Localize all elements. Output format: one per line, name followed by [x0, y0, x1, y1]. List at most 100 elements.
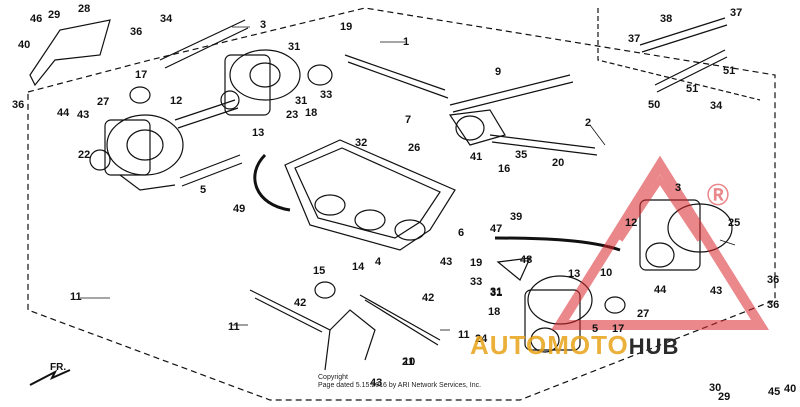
part-callout: 31	[490, 286, 503, 298]
part-callout: 29	[48, 9, 61, 21]
hose-49	[253, 153, 291, 212]
part-callout: 35	[515, 149, 528, 161]
part-callout: 10	[403, 356, 416, 368]
watermark-auto: AUTO	[470, 330, 548, 360]
part-callout: 31	[295, 95, 308, 107]
part-callout: 36	[767, 299, 780, 311]
part-callout: 28	[78, 3, 91, 15]
part-callout: 9	[495, 66, 502, 78]
linkages	[249, 289, 441, 371]
watermark-triangle	[550, 155, 770, 330]
part-callout: 39	[510, 211, 523, 223]
part-callout: 18	[488, 306, 501, 318]
part-callout: 17	[135, 69, 148, 81]
part-callout: 51	[723, 65, 736, 77]
part-callout: 27	[637, 308, 650, 320]
part-callout: 29	[718, 391, 731, 403]
part-callout: 51	[686, 83, 699, 95]
watermark-mark: Ⓡ	[707, 183, 729, 208]
part-callout: 2	[585, 117, 592, 129]
part-callout: 40	[784, 383, 797, 395]
carburetor-left	[89, 114, 184, 191]
part-callout: 27	[97, 96, 110, 108]
watermark-moto: MOTO	[547, 330, 629, 360]
part-callout: 15	[313, 265, 326, 277]
copyright-line-2: Page dated 5.15.2016 by ARI Network Serv…	[318, 382, 482, 390]
part-callout: 42	[294, 297, 307, 309]
watermark-hub: HUB	[628, 334, 680, 359]
part-callout: 12	[170, 95, 183, 107]
part-callout: 3	[675, 182, 682, 194]
part-callout: 26	[408, 142, 421, 154]
part-callout: 25	[728, 217, 741, 229]
part-callout: 16	[498, 163, 511, 175]
part-callout: 44	[654, 284, 667, 296]
part-callout: 33	[470, 276, 483, 288]
part-callout: 20	[552, 157, 565, 169]
part-callout: 18	[305, 107, 318, 119]
part-callout: 7	[405, 114, 412, 126]
part-callout: 42	[422, 292, 435, 304]
part-callout: 5	[200, 184, 207, 196]
part-callout: 44	[57, 107, 70, 119]
part-callout: 23	[286, 109, 299, 121]
part-callout: 32	[355, 137, 368, 149]
part-callout: 36	[130, 26, 143, 38]
part-callout: 34	[160, 13, 173, 25]
part-callout: 19	[340, 21, 353, 33]
part-callout: 13	[568, 268, 581, 280]
carburetor-top	[220, 49, 301, 116]
part-callout: 46	[30, 13, 43, 25]
part-callout: 47	[490, 223, 503, 235]
part-callout: 10	[600, 267, 613, 279]
part-callout: 43	[77, 109, 90, 121]
part-callout: 4	[375, 256, 382, 268]
part-callout: 31	[490, 287, 503, 299]
front-direction-label: FR.	[50, 362, 67, 373]
part-callout: 43	[370, 377, 383, 389]
part-callout: 3	[260, 19, 267, 31]
part-callout: 11	[70, 291, 82, 303]
air-chamber	[284, 139, 456, 251]
part-callout: 14	[352, 261, 365, 273]
rods	[159, 17, 728, 187]
spring-15	[314, 281, 336, 299]
part-callout: 21	[402, 356, 415, 368]
part-callout: 45	[768, 386, 781, 398]
part-callout: 5	[592, 323, 599, 335]
part-callout: 17	[612, 323, 625, 335]
part-callout: 22	[78, 149, 91, 161]
part-callout: 1	[403, 36, 410, 48]
part-callout: 31	[288, 41, 301, 53]
part-callout: 11	[458, 329, 470, 341]
spring-17	[129, 86, 151, 104]
part-callout: 49	[233, 203, 246, 215]
part-callout: 6	[458, 227, 465, 239]
bracket-28	[29, 19, 111, 87]
part-callout: 24	[475, 333, 488, 345]
part-callout: 30	[709, 382, 722, 394]
part-callout: 40	[18, 39, 31, 51]
watermark-text: AUTOMOTOHUB	[470, 332, 679, 358]
part-callout: 13	[252, 127, 265, 139]
part-callout: 43	[710, 285, 723, 297]
hose-47	[494, 236, 621, 252]
cover-33	[496, 257, 531, 281]
bracket-boundary	[597, 8, 761, 101]
part-callout: 50	[648, 99, 661, 111]
part-callout: 43	[440, 256, 453, 268]
part-callout: 38	[660, 13, 673, 25]
part-callout: 34	[710, 100, 723, 112]
part-callout: 37	[628, 33, 641, 45]
carburetor-middle	[448, 109, 506, 146]
front-arrow	[29, 369, 71, 386]
spring-17b	[604, 296, 626, 314]
copyright-notice: Copyright Page dated 5.15.2016 by ARI Ne…	[318, 374, 481, 390]
diaphragm-33	[307, 64, 333, 86]
part-callout: 11	[228, 321, 240, 333]
part-callout: 37	[730, 7, 743, 19]
copyright-line-1: Copyright	[318, 374, 348, 381]
part-callout: 48	[520, 254, 533, 266]
part-callout: 33	[320, 89, 333, 101]
